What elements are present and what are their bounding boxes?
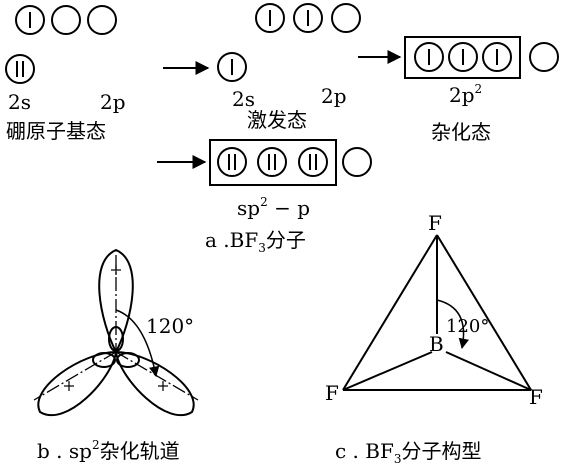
bond-b-f-left [342, 351, 433, 391]
caption-b: b . sp2杂化轨道 [37, 438, 180, 463]
orbital-2p-ground-3 [87, 5, 117, 35]
atom-b-center: B [429, 332, 444, 356]
atom-f-right: F [529, 385, 543, 409]
angle-label-c: 120° [446, 316, 490, 337]
orbital-2p-ground-1 [15, 5, 45, 35]
sp2-orbital-2 [257, 147, 287, 177]
angle-arc [436, 299, 469, 350]
orbital-2p-excited-2 [293, 3, 323, 33]
sp2-orbital-1 [217, 147, 247, 177]
orbital-2p-ground-2 [51, 5, 81, 35]
caption-c: c . BF3分子构型 [335, 439, 482, 466]
axis-lower-right [115, 351, 199, 401]
small-lobe-2 [92, 352, 116, 368]
bf3-molecule [342, 234, 532, 391]
orbital-2s-excited [217, 52, 247, 82]
hybrid-orbital-label: 2p2 [449, 82, 483, 107]
ground-2p-label: 2p [100, 90, 126, 114]
angle-arc [115, 309, 160, 378]
ground-state-diagram [5, 5, 117, 84]
unhybridized-p-orbital [529, 42, 559, 72]
sp2-p-label: sp2 − p [237, 195, 310, 220]
excited-state-title: 激发态 [247, 108, 307, 132]
hybrid-orbital-2 [448, 42, 478, 72]
edge-top-left [342, 234, 438, 391]
excited-2p-label: 2p [321, 84, 347, 108]
hybrid-orbital-1 [414, 42, 444, 72]
caption-a: a .BF3分子 [205, 228, 306, 255]
sp2-hybrid-orbitals [33, 248, 199, 416]
empty-p-orbital [342, 147, 372, 177]
small-lobe-3 [116, 352, 140, 368]
bf3-orbital-diagram [157, 139, 372, 186]
sp2-orbital-box [209, 139, 337, 186]
sp2-orbital-3 [298, 147, 328, 177]
hybrid-orbital-3 [482, 42, 512, 72]
atom-f-top: F [428, 211, 442, 235]
hybrid-orbital-box [404, 36, 521, 79]
excited-2s-label: 2s [232, 87, 255, 111]
hybrid-state-diagram [358, 36, 559, 79]
hybrid-state-title: 杂化态 [431, 120, 491, 144]
ground-state-title: 硼原子基态 [6, 119, 106, 143]
atom-f-left: F [325, 381, 339, 405]
lobe-lower-left [37, 350, 118, 416]
edge-top-right [436, 234, 532, 391]
orbital-2p-excited-3 [331, 3, 361, 33]
ground-2s-label: 2s [8, 90, 31, 114]
excited-state-diagram [163, 3, 361, 82]
orbital-2p-excited-1 [255, 3, 285, 33]
bond-b-f-right [445, 351, 532, 391]
orbital-2s-ground [5, 54, 35, 84]
lobe-lower-right [114, 350, 195, 416]
angle-label-b: 120° [146, 314, 195, 338]
axis-lower-left [33, 351, 117, 401]
